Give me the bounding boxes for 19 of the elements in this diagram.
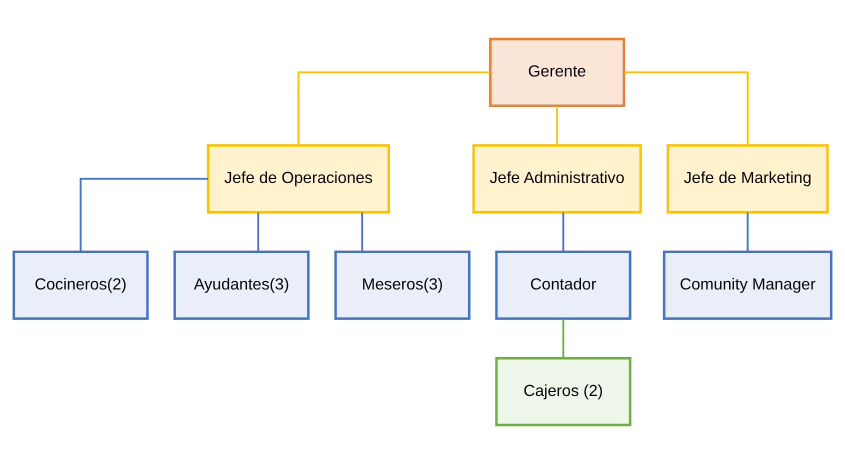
node-box: Cocineros(2) [12,250,149,320]
node-box: Jefe de Operaciones [206,144,390,213]
node-box: Jefe de Marketing [666,144,829,213]
node-box: Cajeros (2) [495,356,632,426]
connector [80,177,208,252]
connector [257,212,260,252]
connector [556,106,558,145]
node-box: Gerente [489,37,626,107]
node-box: Contador [495,250,632,320]
node-box: Comunity Manager [662,250,832,320]
node-box: Meseros(3) [334,250,470,320]
node-box: Ayudantes(3) [173,250,310,320]
connector [624,70,749,145]
node-box: Jefe Administrativo [472,144,642,213]
connector [746,212,749,252]
connector [562,212,564,252]
connector [562,318,564,358]
connector [361,212,364,252]
connector [298,70,490,145]
